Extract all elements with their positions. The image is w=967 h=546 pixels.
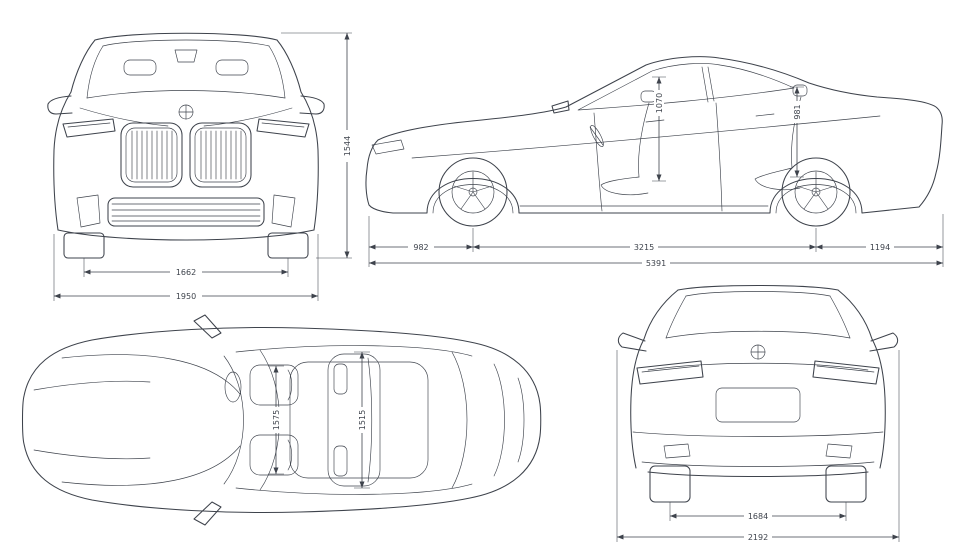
grille-slats-left xyxy=(131,130,173,180)
mirror-left xyxy=(47,95,73,115)
top-view: 1575 1515 xyxy=(21,314,542,526)
rear-mirror-left xyxy=(617,332,647,352)
rear-wheels xyxy=(649,465,867,503)
windshield-base xyxy=(223,355,244,485)
rear-window-rear-edge xyxy=(493,363,505,477)
mirror-top xyxy=(193,314,222,339)
rear-dim-track-width: 1684 xyxy=(669,502,847,521)
rear-body-outline xyxy=(617,285,899,478)
side-view: 1070 981 982 3215 1194 xyxy=(365,56,944,268)
top-dim-front-interior-width: 1575 xyxy=(268,365,284,475)
side-dim-front-interior-height: 1070 xyxy=(652,76,666,182)
headlight-right xyxy=(256,118,310,138)
dim-label-rear-overhang: 1194 xyxy=(870,243,890,252)
grille-slats-right xyxy=(200,130,242,180)
dim-label-front-interior-height: 1070 xyxy=(655,93,664,113)
dim-label-overall-length: 5391 xyxy=(646,259,666,268)
steering-column xyxy=(589,126,604,146)
interior-mirror xyxy=(174,49,198,63)
steering-wheel xyxy=(590,124,604,148)
dim-label-overall-width-mirrors: 2192 xyxy=(748,533,768,542)
front-dim-overall-width: 1950 xyxy=(53,234,319,302)
headlight-left xyxy=(62,118,116,138)
bmw-roundel-rear-icon xyxy=(750,344,766,360)
front-dim-track-width: 1662 xyxy=(83,258,289,278)
dim-label-front-overhang: 982 xyxy=(413,243,428,252)
rear-mirror-right xyxy=(869,332,899,352)
door-handles xyxy=(645,113,775,123)
dim-label-rear-interior-width: 1515 xyxy=(358,410,367,430)
top-interior xyxy=(224,353,381,487)
front-grille xyxy=(120,104,252,188)
b-pillar xyxy=(701,66,715,103)
side-headlight xyxy=(371,139,405,155)
side-dim-rear-interior-height: 981 xyxy=(790,86,804,178)
dim-label-front-interior-width: 1575 xyxy=(272,410,281,430)
bmw-roundel-icon xyxy=(178,104,194,120)
side-interior xyxy=(589,84,808,196)
roof-panel xyxy=(289,361,429,479)
rear-dim-overall-width-mirrors: 2192 xyxy=(616,350,900,542)
taillight-right xyxy=(812,360,880,385)
headrest-left xyxy=(123,59,157,76)
rear-view: 1684 2192 xyxy=(616,285,900,542)
side-wheels xyxy=(438,157,851,227)
top-body-outline xyxy=(21,314,542,526)
rear-window-front-edge xyxy=(451,351,468,489)
side-mirror xyxy=(551,100,570,114)
trunk-cut xyxy=(517,377,525,463)
front-dim-overall-height: 1544 xyxy=(281,32,353,259)
side-dim-overall-length: 5391 xyxy=(369,258,943,268)
mirror-right xyxy=(299,95,325,115)
steering-wheel-top xyxy=(224,371,242,403)
mirror-bottom xyxy=(193,501,222,526)
top-dim-rear-interior-width: 1515 xyxy=(354,351,370,489)
front-view: 1544 1662 1950 xyxy=(47,32,353,302)
taillight-left xyxy=(636,360,704,385)
headrest-right xyxy=(215,59,249,76)
front-body-outline xyxy=(47,32,325,241)
dim-label-overall-height: 1544 xyxy=(343,136,352,156)
dim-label-track-width: 1662 xyxy=(176,268,196,277)
dim-label-rear-track-width: 1684 xyxy=(748,512,768,521)
dim-label-rear-interior-height: 981 xyxy=(793,104,802,119)
dim-label-overall-width: 1950 xyxy=(176,292,196,301)
license-plate-recess xyxy=(715,387,801,423)
front-bumper xyxy=(76,194,296,228)
dim-label-wheelbase: 3215 xyxy=(634,243,654,252)
side-dim-overhangs-wheelbase: 982 3215 1194 xyxy=(368,214,944,267)
